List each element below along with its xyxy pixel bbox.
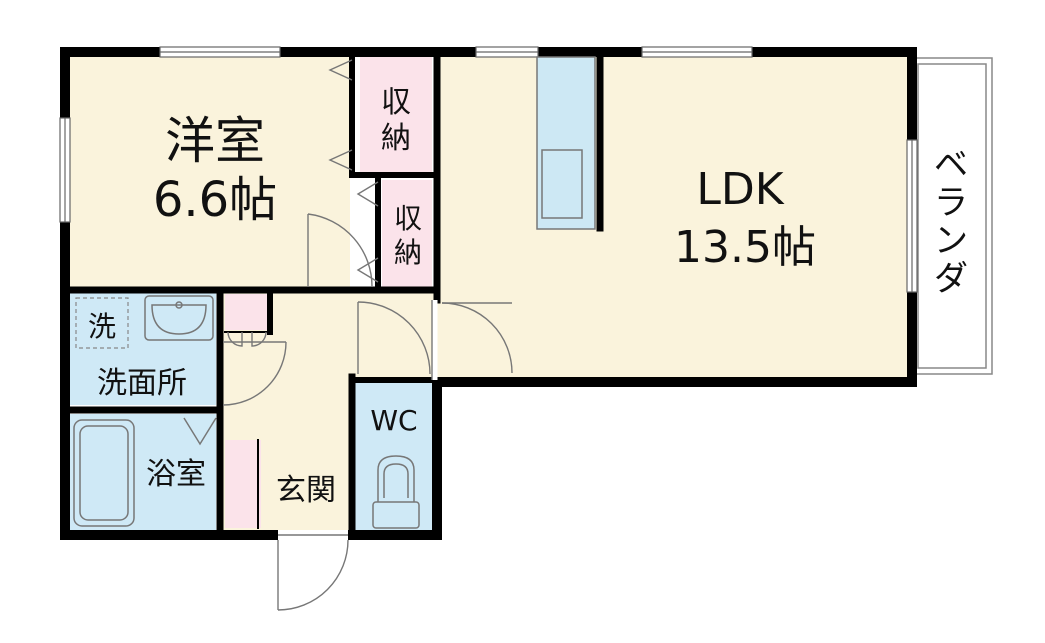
western-room-floor [68,52,350,290]
interior-walls [64,48,604,539]
doors [222,213,513,611]
kitchen-counter [536,56,596,230]
hall-shelf-floor [225,294,269,330]
closet-2-floor [382,180,432,288]
toilet-name: WC [370,404,417,437]
bathtub [73,417,217,527]
closet-1-label-bottom: 納 [381,121,411,156]
bathroom-floor [70,414,216,532]
ldk-size: 13.5帖 [674,222,816,273]
ldk-floor [437,52,909,382]
closet-1-floor [360,57,432,175]
western-room-name: 洋室 [165,112,265,170]
shoe-storage-floor [225,440,261,528]
balcony-char-3: ン [934,221,968,261]
washer-space [75,297,129,349]
windows [59,46,918,293]
washroom-floor [70,293,216,405]
western-room-size: 6.6帖 [153,172,277,228]
closet-2-label-bottom: 納 [394,236,422,269]
toilet [372,455,420,529]
washroom-name: 洗面所 [97,366,187,401]
closet-1-label-top: 収 [381,85,411,120]
toilet-floor [355,382,435,532]
balcony-char-2: ラ [934,183,968,223]
balcony-label: ベ ラ ン ダ [934,145,968,299]
balcony-char-1: ベ [934,145,968,185]
entrance-name: 玄関 [276,473,336,508]
washbasin [144,295,214,341]
closet-2-label-top: 収 [394,202,422,235]
washer-label: 洗 [88,310,116,343]
bathroom-name: 浴室 [146,457,206,492]
ldk-name: LDK [696,164,784,215]
balcony-char-4: ダ [934,259,968,299]
closet-doors [328,59,379,283]
